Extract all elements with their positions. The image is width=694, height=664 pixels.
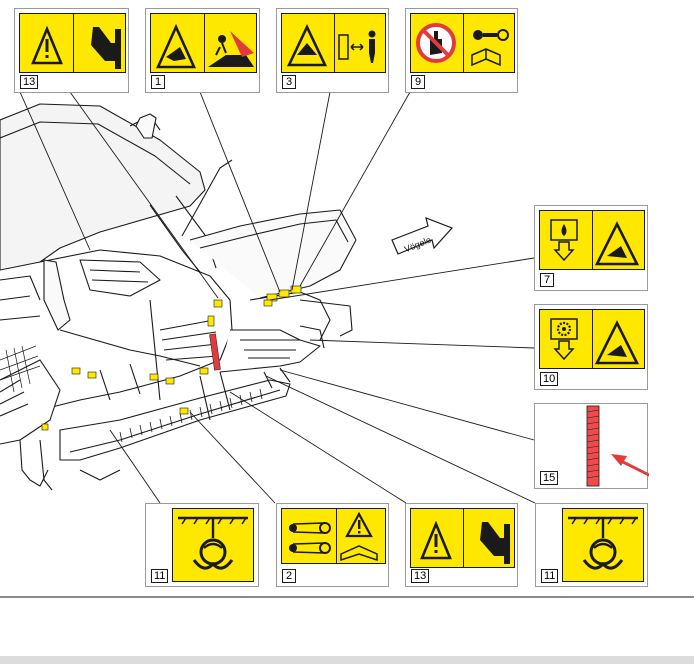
warning-crush-icon (594, 320, 640, 365)
key-manual-icon (471, 29, 509, 67)
person-run-over-icon (208, 31, 254, 67)
decal-number: 13 (20, 75, 39, 89)
decal-number: 11 (151, 569, 169, 583)
no-touch-icon (416, 23, 456, 63)
leader-lines (19, 91, 536, 504)
decal-number: 7 (540, 273, 554, 287)
keep-distance-icon (338, 30, 376, 63)
status-strip (0, 656, 694, 664)
reflective-strip-icon (586, 405, 600, 487)
lifting-hook-icon (178, 516, 248, 570)
decal-number: 15 (540, 471, 559, 485)
warning-triangle-icon (340, 511, 378, 562)
warning-crush-icon (594, 221, 640, 266)
paver-machine-drawing (0, 103, 357, 491)
decal-number: 9 (411, 75, 425, 89)
decal-3-top[interactable]: 3 (276, 8, 389, 93)
decal-number: 2 (282, 569, 296, 583)
decal-2-bottom[interactable]: 2 (276, 503, 389, 587)
decal-10-right[interactable]: 10 (534, 304, 648, 390)
voegele-direction-arrow: Vögele (391, 217, 454, 255)
fuel-drop-icon (550, 219, 578, 262)
warning-triangle-icon (286, 23, 328, 67)
hand-crush-icon (480, 522, 510, 564)
decal-11-bottom-left[interactable]: 11 (145, 503, 259, 587)
belt-manual-icon (289, 522, 331, 554)
red-pointer-arrow-icon (611, 454, 649, 477)
decal-7-right[interactable]: 7 (534, 205, 648, 291)
empty-panel (0, 600, 694, 656)
decal-1-top[interactable]: 1 (145, 8, 260, 93)
decal-number: 10 (540, 372, 559, 386)
diagram-viewer[interactable]: Vögele 13 (0, 0, 694, 598)
decal-number: 11 (541, 569, 559, 583)
decal-number: 3 (282, 75, 296, 89)
warning-triangle-icon (420, 520, 452, 560)
decal-9-top[interactable]: 9 (405, 8, 518, 93)
decal-13-bottom[interactable]: 13 (405, 503, 518, 587)
gear-icon (550, 318, 578, 361)
decal-11-bottom-right[interactable]: 11 (535, 503, 648, 587)
decal-number: 13 (411, 569, 430, 583)
warning-triangle-icon (155, 23, 197, 69)
warning-triangle-icon (31, 25, 63, 65)
lifting-hook-icon (568, 516, 638, 570)
decal-15-right[interactable]: 15 (534, 403, 649, 489)
decal-number: 1 (151, 75, 165, 89)
hand-crush-icon (91, 27, 121, 69)
decal-13-top[interactable]: 13 (14, 8, 129, 93)
